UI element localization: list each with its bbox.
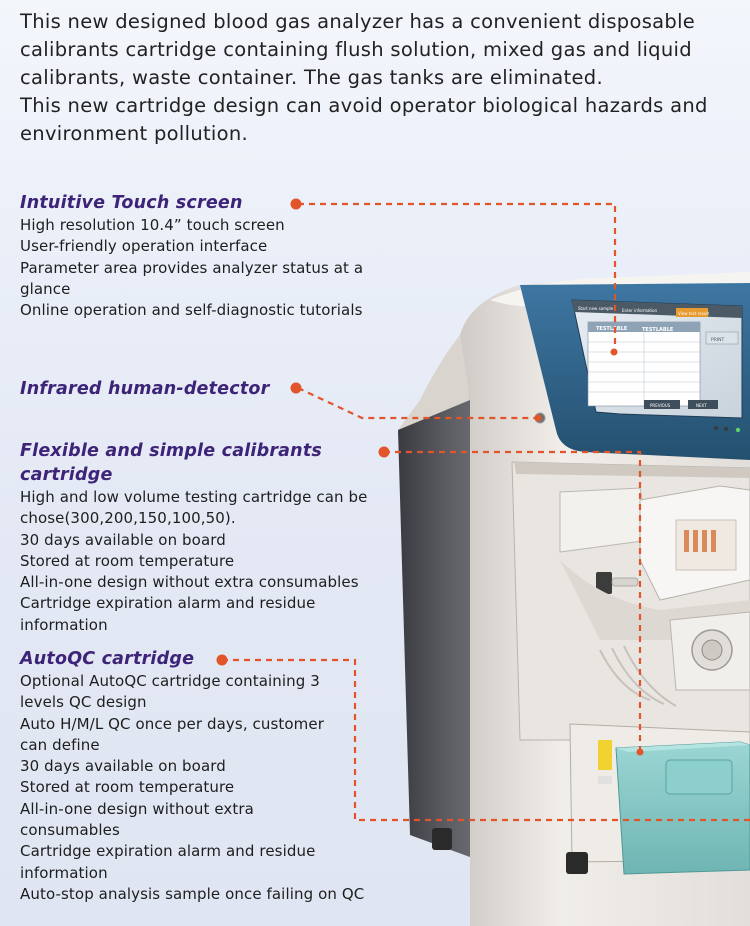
list-item: All-in-one design without extra consumab… [20,573,359,592]
list-item: Stored at room temperature [20,778,235,797]
feature-list: Optional AutoQC cartridge containing 3 l… [20,671,365,905]
list-item: Cartridge expiration alarm and residue i… [20,842,316,882]
list-item: 30 days available on board [20,530,226,549]
intro-paragraph-1: This new designed blood gas analyzer has… [20,10,696,89]
callout-calibrants [384,450,642,752]
feature-list: High and low volume testing cartridge ca… [20,487,385,636]
section-title: AutoQC cartridge [20,649,195,669]
list-item: Cartridge expiration alarm and residue i… [20,594,316,634]
section-title: Intuitive Touch screen [20,193,243,213]
cartridge-latch [596,572,612,594]
device-side-panel [398,390,478,860]
list-item: Stored at room temperature [20,551,235,570]
list-item: Auto-stop analysis sample once failing o… [20,884,365,903]
screen-tab-1: Start new sample [578,306,614,311]
device-foot [432,828,452,850]
intro-text: This new designed blood gas analyzer has… [20,8,740,148]
screen-next-button[interactable]: NEXT [696,403,707,408]
section-autoqc-cartridge: AutoQC cartridge Optional AutoQC cartrid… [20,647,365,905]
list-item: High resolution 10.4” touch screen [20,216,285,234]
screen-previous-button[interactable]: PREVIOUS [650,403,671,408]
section-title: Flexible and simple calibrants cartridge [20,441,323,485]
list-item: Online operation and self-diagnostic tut… [20,301,363,320]
screen-table-header-1: TESTLABLE [596,326,628,332]
list-item: 30 days available on board [20,757,226,776]
section-title: Infrared human-detector [20,379,270,399]
list-item: User-friendly operation interface [20,237,268,256]
list-item: High and low volume testing cartridge ca… [20,488,368,528]
section-infrared: Infrared human-detector [20,377,380,401]
screen-table-header-2: TESTLABLE [642,327,674,333]
feature-list: High resolution 10.4” touch screen User-… [20,215,380,321]
list-item: Optional AutoQC cartridge containing 3 l… [20,672,320,712]
screen-tab-3: View test result [678,311,709,316]
section-touch-screen: Intuitive Touch screen High resolution 1… [20,191,380,321]
callout-infrared [297,387,538,420]
list-item: Parameter area provides analyzer status … [20,258,364,298]
list-item: All-in-one design without extra consumab… [20,799,254,840]
screen-print-button[interactable]: PRINT [711,337,725,343]
callout-autoqc [222,658,750,822]
screen-tab-2: Enter information [622,308,658,313]
intro-paragraph-2: This new cartridge design can avoid oper… [20,94,708,145]
section-calibrants-cartridge: Flexible and simple calibrants cartridge… [20,439,385,636]
list-item: Auto H/M/L QC once per days, customer ca… [20,714,324,754]
